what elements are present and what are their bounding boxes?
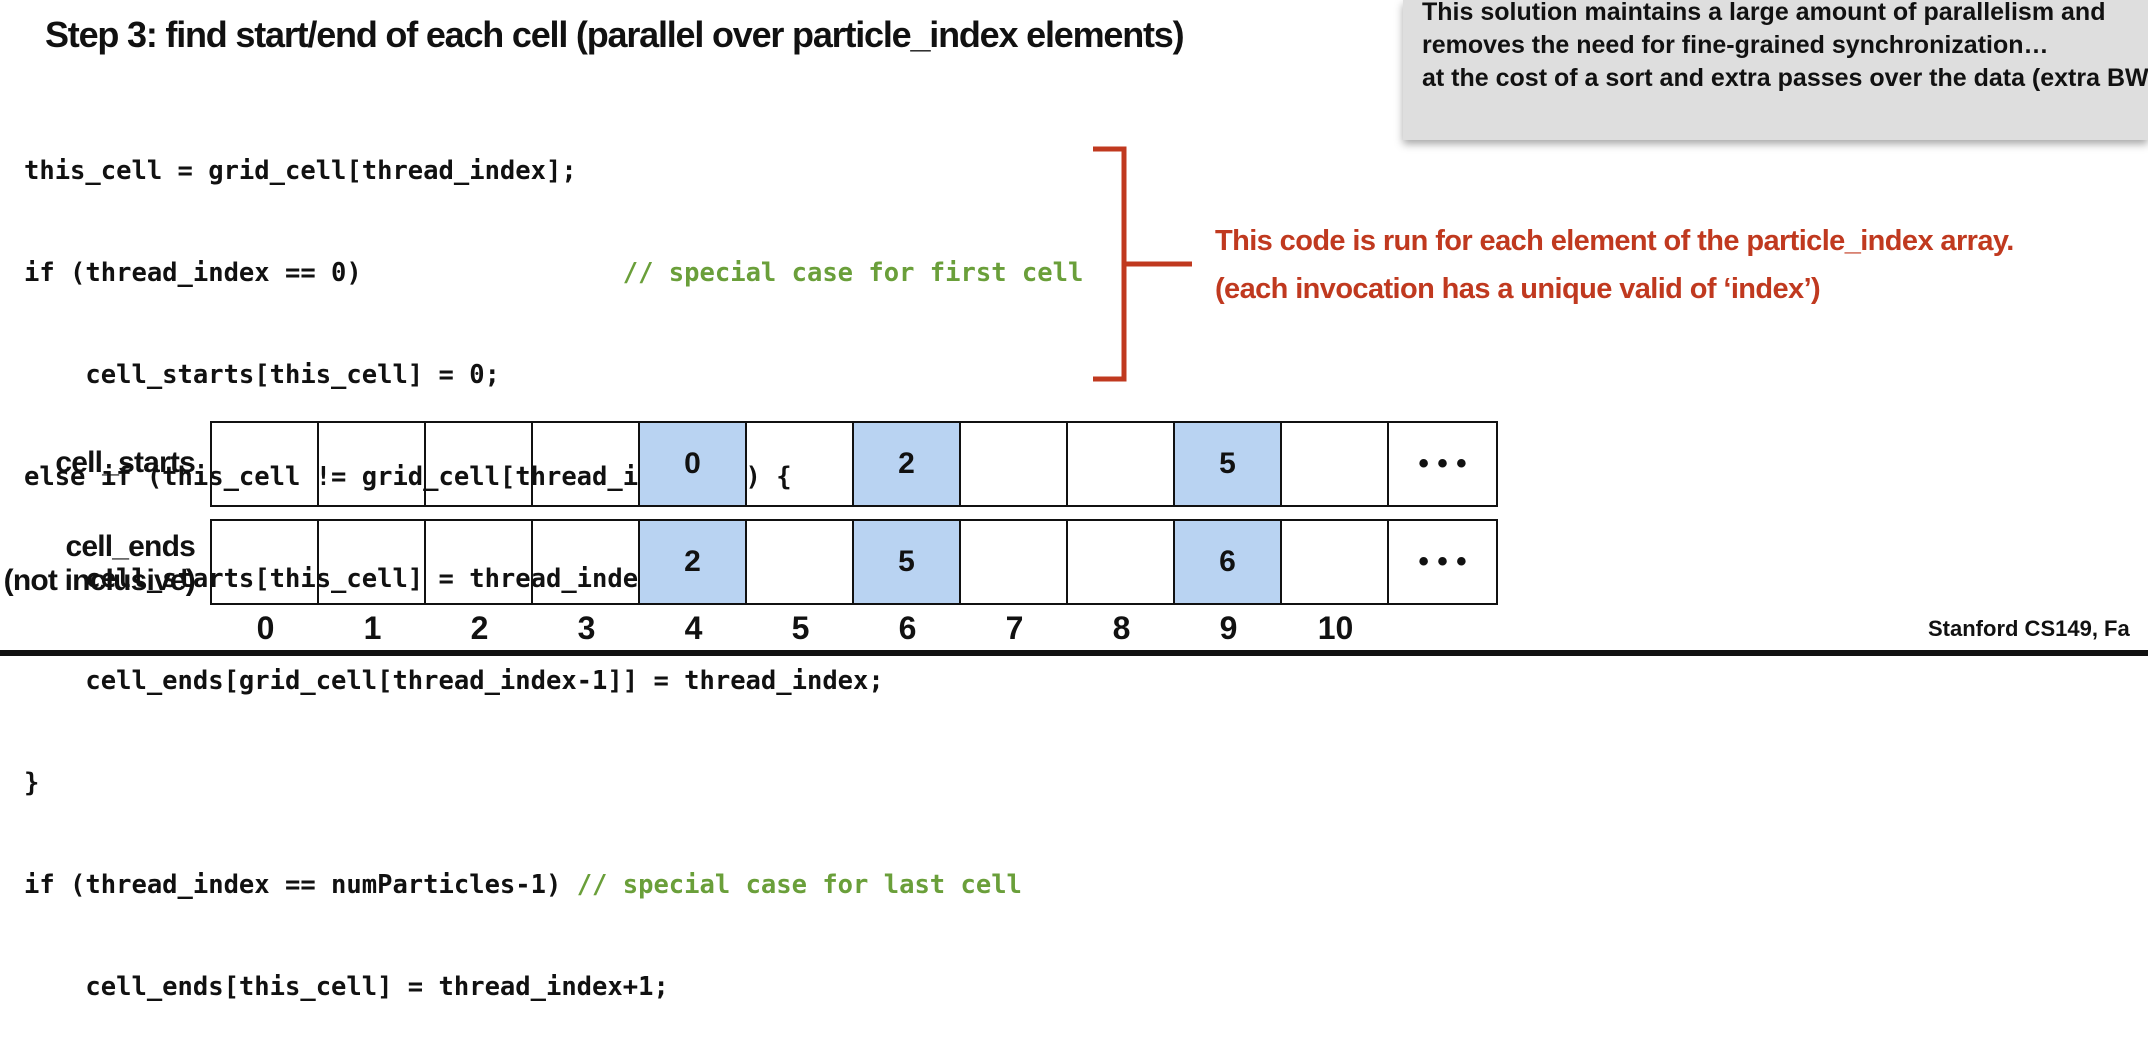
index-label: 4 [684,610,703,646]
cell-starts-cell: 2 [854,423,961,505]
code-text: cell_ends[this_cell] = thread_index+1; [24,972,669,1002]
cell-starts-cell [1068,423,1175,505]
code-text: cell_ends[grid_cell[thread_index-1]] = t… [24,666,884,696]
index-label: 0 [256,610,275,646]
cell-ends-label-sub: (not inclusive) [3,564,196,597]
callout-box [1403,0,2148,140]
cell-starts-cell [426,423,533,505]
annotation-line: (each invocation has a unique valid of ‘… [1215,273,1821,305]
cell-starts-cell [961,423,1068,505]
cell-ends-cell [533,521,640,603]
cell-ends-array: 2 5 6 • • • [210,519,1498,605]
code-comment: // special case for first cell [622,258,1084,288]
code-text: this_cell = grid_cell[thread_index]; [24,156,577,186]
cell-starts-array: 0 2 5 • • • [210,421,1498,507]
bracket-icon [1093,146,1192,382]
cell-ends-cell [319,521,426,603]
cell-ends-cell [1068,521,1175,603]
cell-starts-cell [212,423,319,505]
code-line: cell_starts[this_cell] = thread_index; [24,562,1083,596]
index-label: 9 [1219,610,1238,646]
cell-ends-cell: 5 [854,521,961,603]
cell-ends-cell [426,521,533,603]
code-text: cell_starts[this_cell] = 0; [24,360,500,390]
cell-starts-cell: 5 [1175,423,1282,505]
index-label: 2 [470,610,489,646]
cell-ends-cell [212,521,319,603]
code-line: cell_ends[grid_cell[thread_index-1]] = t… [24,664,1083,698]
index-label: 10 [1317,610,1354,646]
annotation-line: This code is run for each element of the… [1215,225,2014,257]
code-line: } [24,766,1083,800]
code-line: cell_ends[this_cell] = thread_index+1; [24,970,1083,1004]
footer-text: Stanford CS149, Fa [1928,616,2130,641]
index-label: 5 [791,610,810,646]
cell-ends-cell: • • • [1418,545,1467,578]
index-label: 8 [1112,610,1131,646]
callout-text: This solution maintains a large amount o… [1422,0,2148,95]
code-line: this_cell = grid_cell[thread_index]; [24,154,1083,188]
index-label: 7 [1005,610,1024,646]
slide-title: Step 3: find start/end of each cell (par… [45,14,1185,55]
code-text: } [24,768,40,798]
cell-starts-label: cell_starts [55,446,195,479]
index-label: 1 [363,610,382,646]
index-label: 3 [577,610,596,646]
bottom-rule [0,650,2148,656]
cell-starts-cell: • • • [1418,447,1467,480]
code-comment: // special case for last cell [576,870,1022,900]
callout-line: removes the need for fine-grained synchr… [1422,31,2049,59]
code-text: if (thread_index == 0) [24,258,623,288]
cell-ends-label-main: cell_ends [65,530,195,563]
callout-line: This solution maintains a large amount o… [1422,0,2106,26]
cell-ends-cell: 2 [640,521,747,603]
code-line: if (thread_index == numParticles-1) // s… [24,868,1083,902]
cell-starts-cell [747,423,854,505]
cell-ends-cell [747,521,854,603]
code-line: cell_starts[this_cell] = 0; [24,358,1083,392]
cell-ends-cell: 6 [1175,521,1282,603]
cell-starts-cell: 0 [640,423,747,505]
cell-starts-cell [1282,423,1389,505]
cell-starts-cell [319,423,426,505]
code-line: if (thread_index == 0) // special case f… [24,256,1083,290]
index-label: 6 [898,610,917,646]
code-text: cell_starts[this_cell] = thread_index; [24,564,669,594]
cell-ends-label: cell_ends (not inclusive) [0,530,196,598]
cell-ends-cell [961,521,1068,603]
annotation-text: This code is run for each element of the… [1215,217,2014,313]
cell-ends-cell [1282,521,1389,603]
cell-starts-cell [533,423,640,505]
code-text: if (thread_index == numParticles-1) [24,870,577,900]
callout-line: at the cost of a sort and extra passes o… [1422,64,2148,92]
